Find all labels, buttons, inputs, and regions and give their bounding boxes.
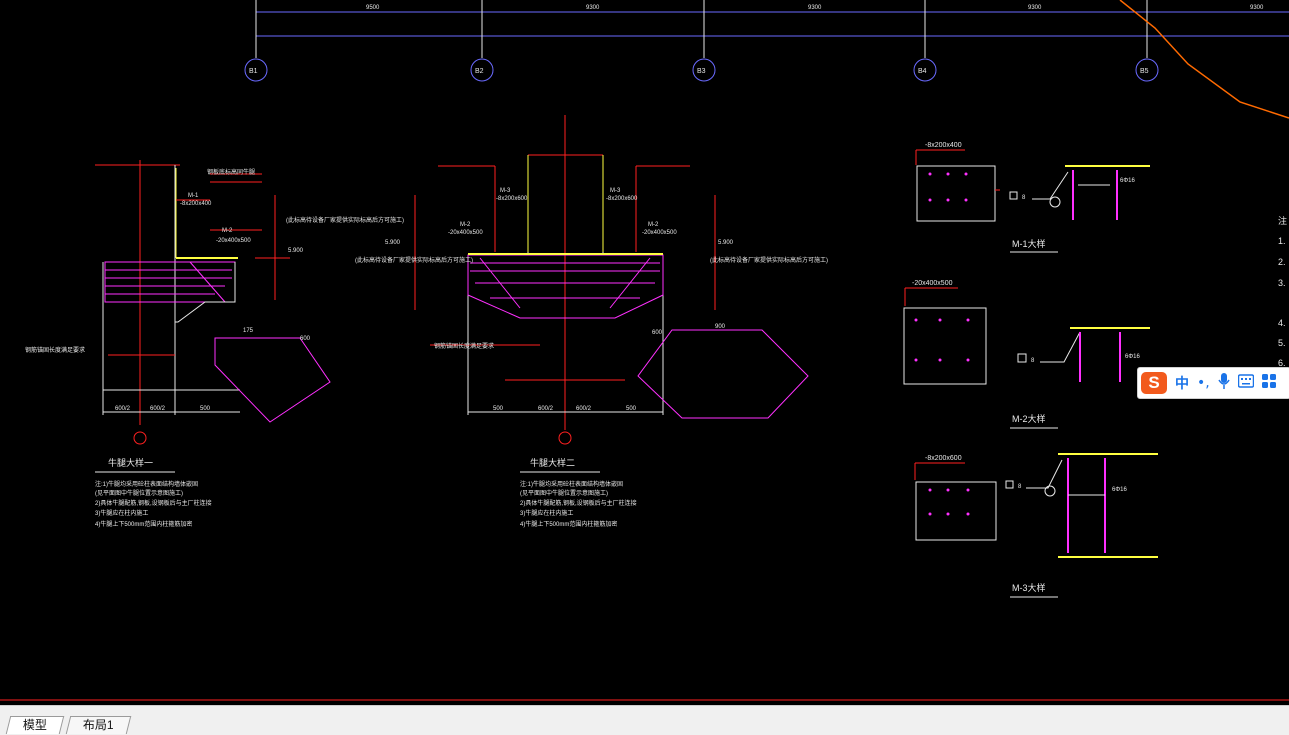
- model-space-canvas[interactable]: 9500 9300 9300 9300 9300 B1 B2 B3 B4 B5: [0, 0, 1289, 705]
- grid-dim-2: 9300: [586, 5, 600, 11]
- tab-model-label: 模型: [22, 718, 47, 732]
- d2-m3-size-left: -8x200x600: [496, 196, 528, 202]
- d1-dim-b: 600/2: [150, 406, 166, 412]
- plate-m2: -20x400x500 8 6Φ16 M-2大样: [903, 280, 1150, 429]
- m2-size: -20x400x500: [912, 280, 953, 287]
- d1-note-1: 注:1)牛腿均采用砼柱表面结构墙体嵌固: [95, 480, 198, 488]
- d2-elev-right: 5.900: [718, 240, 734, 246]
- plate-m1: -8x200x400 8 6Φ16 M-1大样: [915, 142, 1150, 253]
- m1-size: -8x200x400: [925, 142, 962, 149]
- m2-weld: 8: [1031, 358, 1035, 364]
- ime-language-toggle[interactable]: 中: [1175, 376, 1189, 392]
- d2-note-3: 2)具体牛腿配筋,钢板,设钢板后与主厂柱连接: [520, 499, 637, 507]
- axis-label-3: B3: [697, 68, 706, 75]
- grid-dim-5: 9300: [1250, 5, 1264, 11]
- m3-size: -8x200x600: [925, 455, 962, 462]
- layout-tab-bar: 模型 布局1: [0, 705, 1289, 735]
- axis-label-1: B1: [249, 68, 258, 75]
- d2-dim-c: 600/2: [576, 406, 592, 412]
- d2-note-bottom: 钢筋锚固长度满足要求: [434, 342, 494, 350]
- right-note-4: 4.: [1278, 318, 1286, 328]
- d1-note-left: 钢筋锚固长度满足要求: [25, 346, 85, 354]
- d1-m2: M-2: [222, 228, 233, 234]
- d2-note-2: (见平面图中牛腿位置示意图施工): [520, 489, 608, 497]
- m3-rebar: 6Φ16: [1112, 487, 1127, 493]
- plate-m3: -8x200x600 8 6Φ16 M-3大样: [914, 453, 1158, 598]
- d2-note-right: (此标高待设备厂家提供实际标高后方可施工): [710, 256, 828, 264]
- grid-icon[interactable]: [1261, 374, 1276, 392]
- grid-dim-4: 9300: [1028, 5, 1042, 11]
- m1-caption: M-1大样: [1012, 238, 1046, 249]
- d1-note-right: (此标高待设备厂家提供实际标高后方可施工): [286, 216, 404, 224]
- d1-m2-size: -20x400x500: [216, 238, 251, 244]
- d1-note-top: 钢板底标高同牛腿: [207, 168, 255, 176]
- d2-dim-a: 500: [493, 406, 504, 412]
- detail-2: M-3 -8x200x600 M-3 -8x200x600 M-2 -20x40…: [355, 115, 828, 528]
- right-note-0: 注: [1278, 215, 1287, 226]
- right-note-3: 3.: [1278, 278, 1286, 288]
- d1-m1-size: -8x200x400: [180, 201, 212, 207]
- right-note-6: 6.: [1278, 358, 1286, 368]
- tab-layout1[interactable]: 布局1: [65, 716, 131, 734]
- d1-elev: 5.900: [288, 248, 304, 254]
- m2-rebar: 6Φ16: [1125, 354, 1140, 360]
- d2-note-1: 注:1)牛腿均采用砼柱表面结构墙体嵌固: [520, 480, 623, 488]
- axis-label-4: B4: [918, 68, 927, 75]
- d2-dim-d: 500: [626, 406, 637, 412]
- d2-m2-size-right: -20x400x500: [642, 230, 677, 236]
- d2-m2-right: M-2: [648, 222, 659, 228]
- d1-dim-e: 175: [243, 328, 254, 334]
- d1-m1: M-1: [188, 193, 199, 199]
- right-note-5: 5.: [1278, 338, 1286, 348]
- d1-title: 牛腿大样一: [108, 457, 153, 468]
- d2-m3-left: M-3: [500, 188, 511, 194]
- d2-note-4: 3)牛腿应在柱内施工: [520, 509, 573, 517]
- d1-note-3: 2)具体牛腿配筋,钢板,设钢板后与主厂柱连接: [95, 499, 212, 507]
- ime-punct-toggle[interactable]: •,: [1197, 375, 1210, 391]
- right-note-2: 2.: [1278, 257, 1286, 267]
- d2-m3-right: M-3: [610, 188, 621, 194]
- m1-weld: 8: [1022, 195, 1026, 201]
- d2-note-5: 4)牛腿上下500mm范围内柱箍筋加密: [520, 520, 617, 528]
- tab-layout1-label: 布局1: [82, 718, 114, 732]
- d2-elev-left: 5.900: [385, 240, 401, 246]
- mic-icon[interactable]: [1218, 373, 1230, 393]
- d1-note-4: 3)牛腿应在柱内施工: [95, 509, 148, 517]
- axis-label-5: B5: [1140, 68, 1149, 75]
- d1-note-5: 4)牛腿上下500mm范围内柱箍筋加密: [95, 520, 192, 528]
- ime-toolbar[interactable]: S 中 •,: [1137, 367, 1289, 399]
- detail-1: 钢板底标高同牛腿 M-1 -8x200x400 M-2 -20x400x500 …: [25, 160, 404, 528]
- d2-dim-e: 900: [715, 324, 726, 330]
- d2-dim-b: 600/2: [538, 406, 554, 412]
- d2-note-left: (此标高待设备厂家提供实际标高后方可施工): [355, 256, 473, 264]
- m3-weld: 8: [1018, 484, 1022, 490]
- d2-m2-size-left: -20x400x500: [448, 230, 483, 236]
- d2-m3-size-right: -8x200x600: [606, 196, 638, 202]
- d1-dim-a: 600/2: [115, 406, 131, 412]
- grid-dim-3: 9300: [808, 5, 822, 11]
- d1-dim-f: 600: [300, 336, 311, 342]
- d1-dim-c: 500: [200, 406, 211, 412]
- right-note-1: 1.: [1278, 236, 1286, 246]
- cad-drawing[interactable]: 9500 9300 9300 9300 9300 B1 B2 B3 B4 B5: [0, 0, 1289, 705]
- m1-rebar: 6Φ16: [1120, 178, 1135, 184]
- grid-dim-1: 9500: [366, 5, 380, 11]
- d2-m2-left: M-2: [460, 222, 471, 228]
- d2-title: 牛腿大样二: [530, 457, 575, 468]
- d2-dim-f: 600: [652, 330, 663, 336]
- axis-label-2: B2: [475, 68, 484, 75]
- d1-note-2: (见平面图中牛腿位置示意图施工): [95, 489, 183, 497]
- tab-model[interactable]: 模型: [5, 716, 65, 734]
- sogou-logo-icon[interactable]: S: [1141, 372, 1167, 394]
- m2-caption: M-2大样: [1012, 413, 1046, 424]
- m3-caption: M-3大样: [1012, 582, 1046, 593]
- keyboard-icon[interactable]: [1237, 374, 1254, 392]
